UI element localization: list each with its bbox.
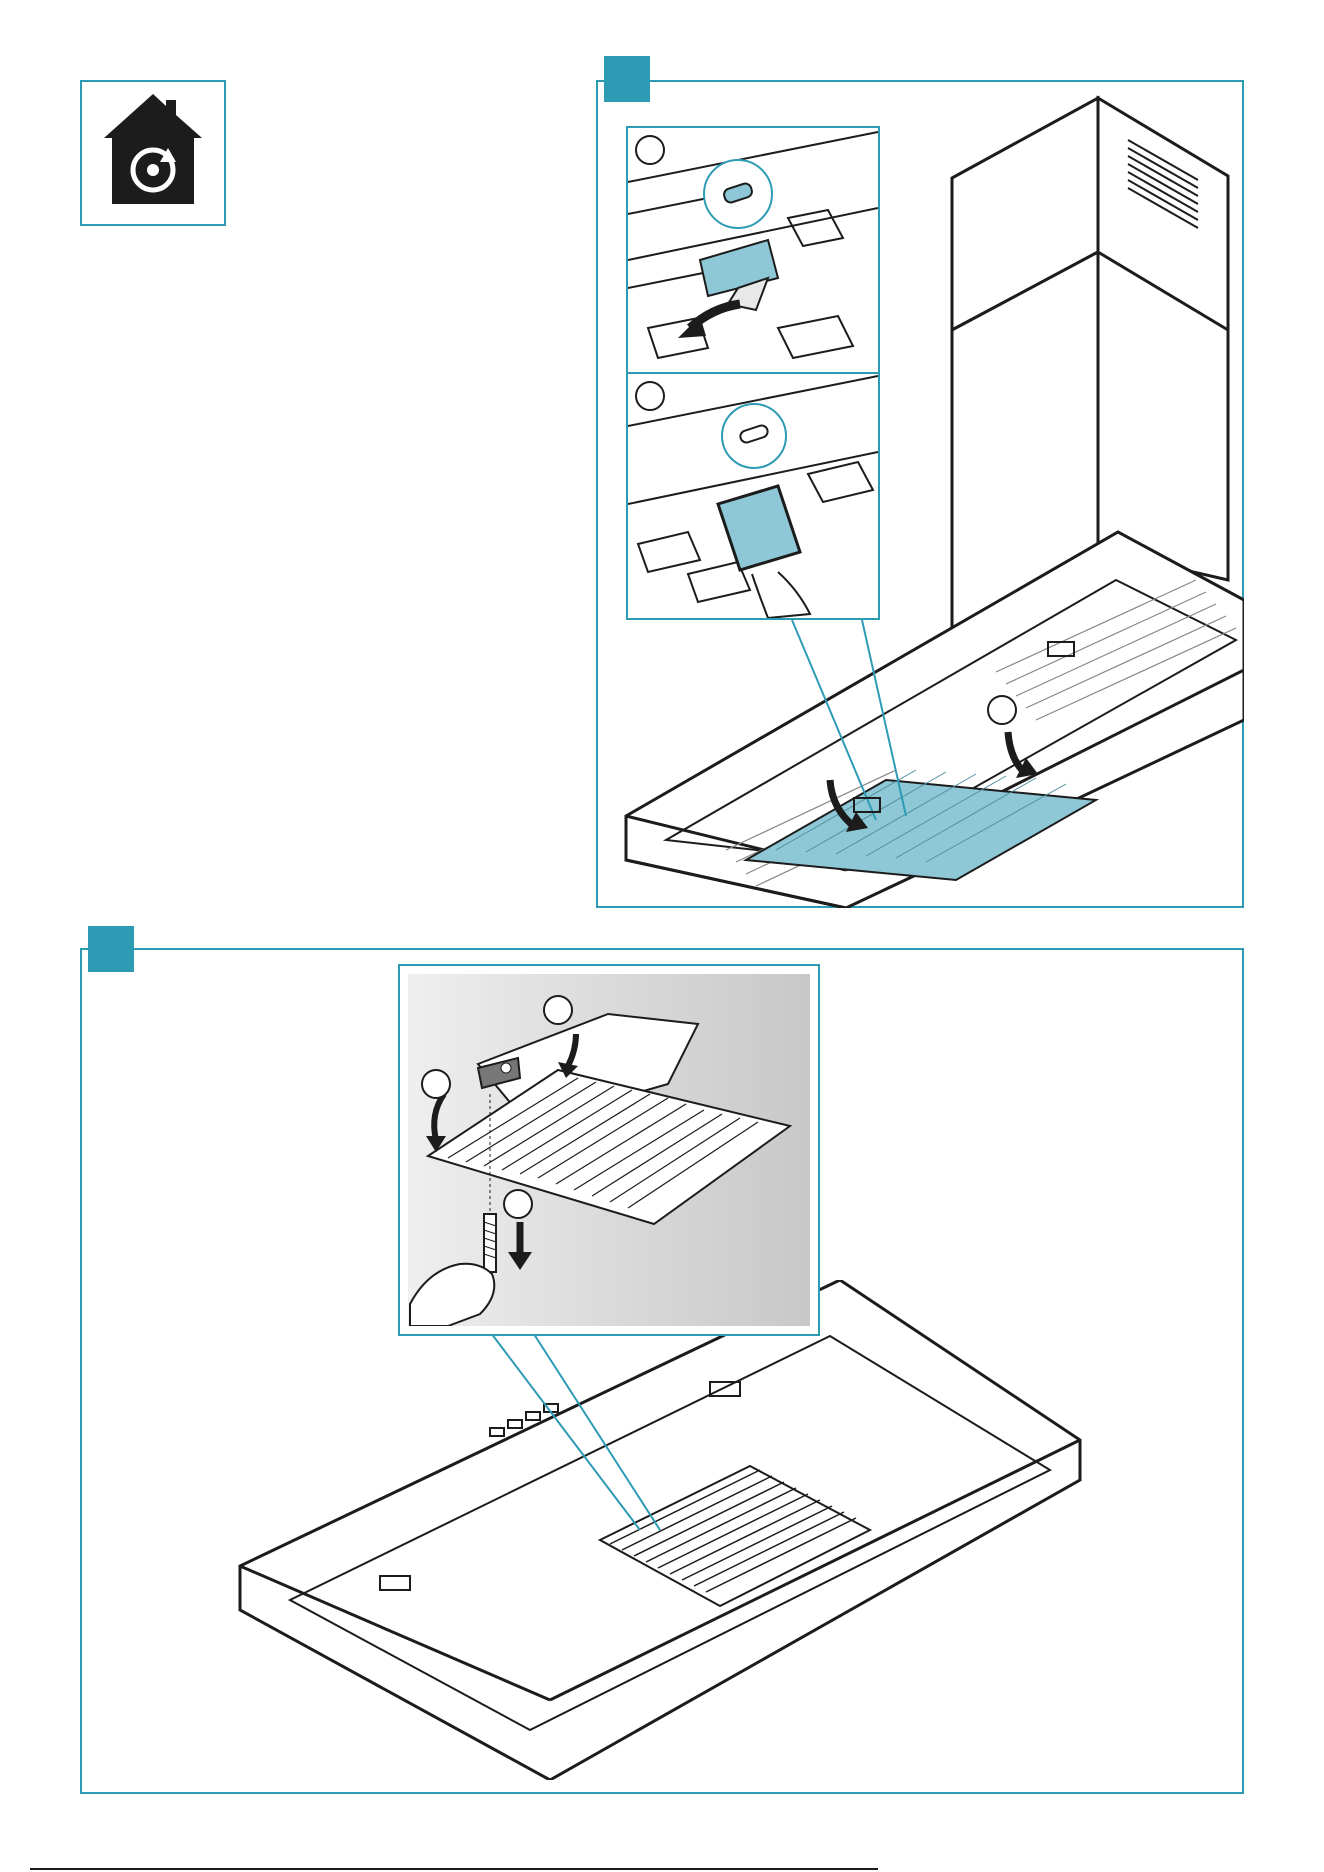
footer-rule (30, 1868, 878, 1870)
callout-circle-1 (422, 1070, 450, 1098)
callout-circle-2 (544, 996, 572, 1024)
home-recycle-icon (82, 82, 224, 224)
inset-detail-2 (626, 372, 880, 620)
inset-detail-1 (626, 126, 880, 374)
hood-illustration-bottom (230, 1280, 1090, 1780)
callout-circle-3 (504, 1190, 532, 1218)
step-b-badge (88, 926, 134, 972)
callout-circle (988, 696, 1016, 724)
inset-detail-3-panel (408, 974, 810, 1326)
header-icon-frame (80, 80, 226, 226)
inset-detail-3 (398, 964, 820, 1336)
